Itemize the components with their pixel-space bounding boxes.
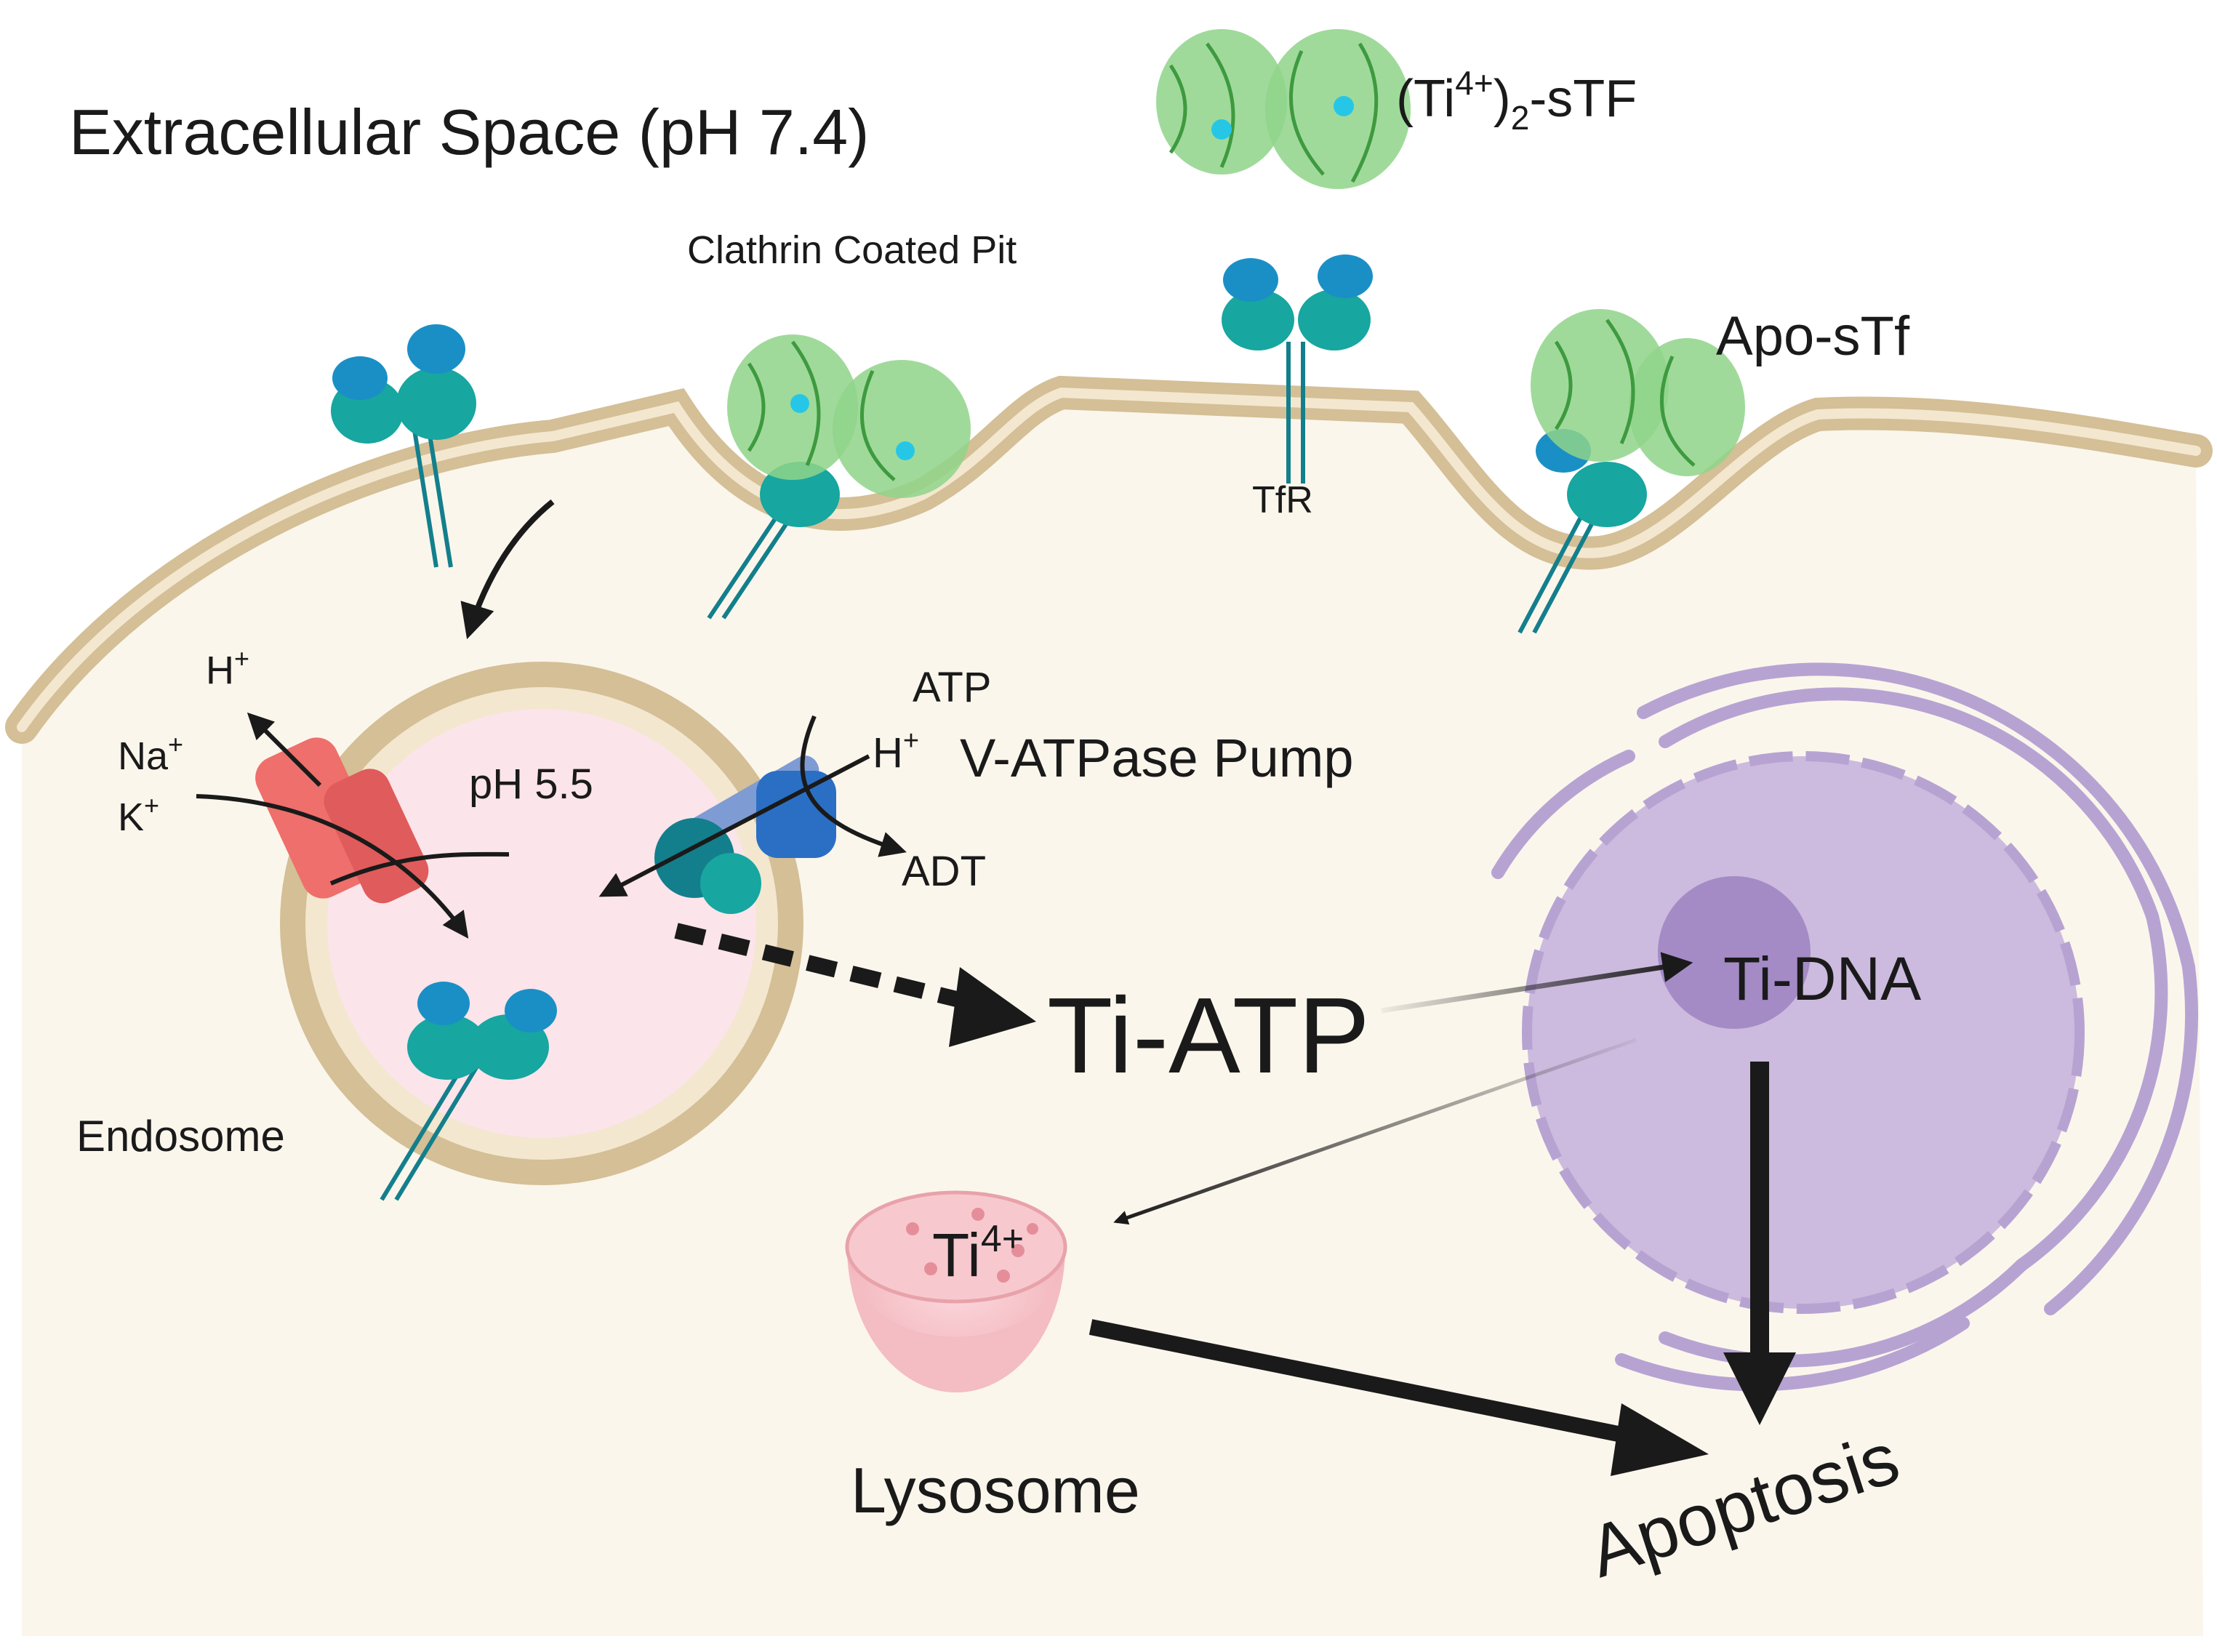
clathrin-pit-transferrin [727, 334, 971, 498]
ti-atp-to-dna-arrow [1381, 952, 1693, 1014]
nucleolus [1658, 876, 1811, 1029]
dashed-export-arrow [674, 923, 991, 1015]
v-atpase-pump [654, 755, 836, 914]
titanium-transferrin-protein [1156, 29, 1411, 189]
h-efflux-arrow [246, 712, 322, 787]
proton-left-label: H+ [206, 643, 249, 692]
endosome-label: Endosome [76, 1112, 285, 1160]
titanium-ion-2 [1334, 96, 1354, 116]
nucleus [1527, 756, 2080, 1309]
transferrin-receptor-1 [331, 324, 476, 568]
transferrin-receptor-3 [1222, 254, 1373, 484]
transferrin-receptor-4 [1518, 429, 1647, 634]
lysosome-label: Lysosome [851, 1454, 1140, 1526]
ti-atp-label: Ti-ATP [1047, 976, 1370, 1096]
endosome-receptor [380, 982, 557, 1201]
extracellular-label: Extracellular Space (pH 7.4) [69, 96, 869, 168]
nucleus-to-lysosome-arrow [1113, 1038, 1637, 1225]
endocytosis-arrow [460, 499, 555, 640]
apo-transferrin-protein [1531, 309, 1745, 476]
atp-to-adt-arrow [800, 715, 907, 857]
potassium-label: K+ [118, 790, 159, 839]
lysosome-to-apoptosis-arrowhead [1611, 1403, 1709, 1476]
dna-to-apoptosis-arrowhead [1723, 1352, 1796, 1425]
v-atpase-label: V-ATPase Pump [960, 728, 1354, 788]
titanium-ion-1 [1211, 119, 1232, 140]
endosome [280, 662, 803, 1185]
lysosome [845, 1190, 1067, 1392]
titanium-transferrin-label: (Ti4+)2-sTF [1396, 64, 1637, 137]
adt-label: ADT [902, 848, 986, 895]
apo-transferrin-label: Apo-sTf [1716, 305, 1910, 367]
endosome-ph-label: pH 5.5 [469, 761, 593, 808]
clathrin-pit-label: Clathrin Coated Pit [687, 228, 1017, 272]
dashed-export-arrowhead [949, 967, 1036, 1047]
exchange-curve [329, 851, 510, 886]
nuclear-envelope [1522, 751, 2085, 1314]
titanium-ion-3 [790, 394, 809, 413]
na-k-influx-arrow [196, 794, 469, 939]
lysosome-to-apoptosis-arrow [1089, 1319, 1631, 1444]
titanium-ion-4 [896, 441, 915, 460]
proton-pump-arrow [598, 754, 870, 897]
receptor-label: TfR [1252, 479, 1313, 521]
ti-dna-label: Ti-DNA [1723, 945, 1921, 1013]
endoplasmic-reticulum [1491, 662, 2198, 1392]
atp-label: ATP [913, 664, 992, 711]
proton-right-label: H+ [873, 726, 919, 777]
titanium-ion-label: Ti4+ [932, 1218, 1024, 1289]
sodium-label: Na+ [118, 729, 183, 778]
plasma-membrane-inner [17, 387, 2201, 732]
